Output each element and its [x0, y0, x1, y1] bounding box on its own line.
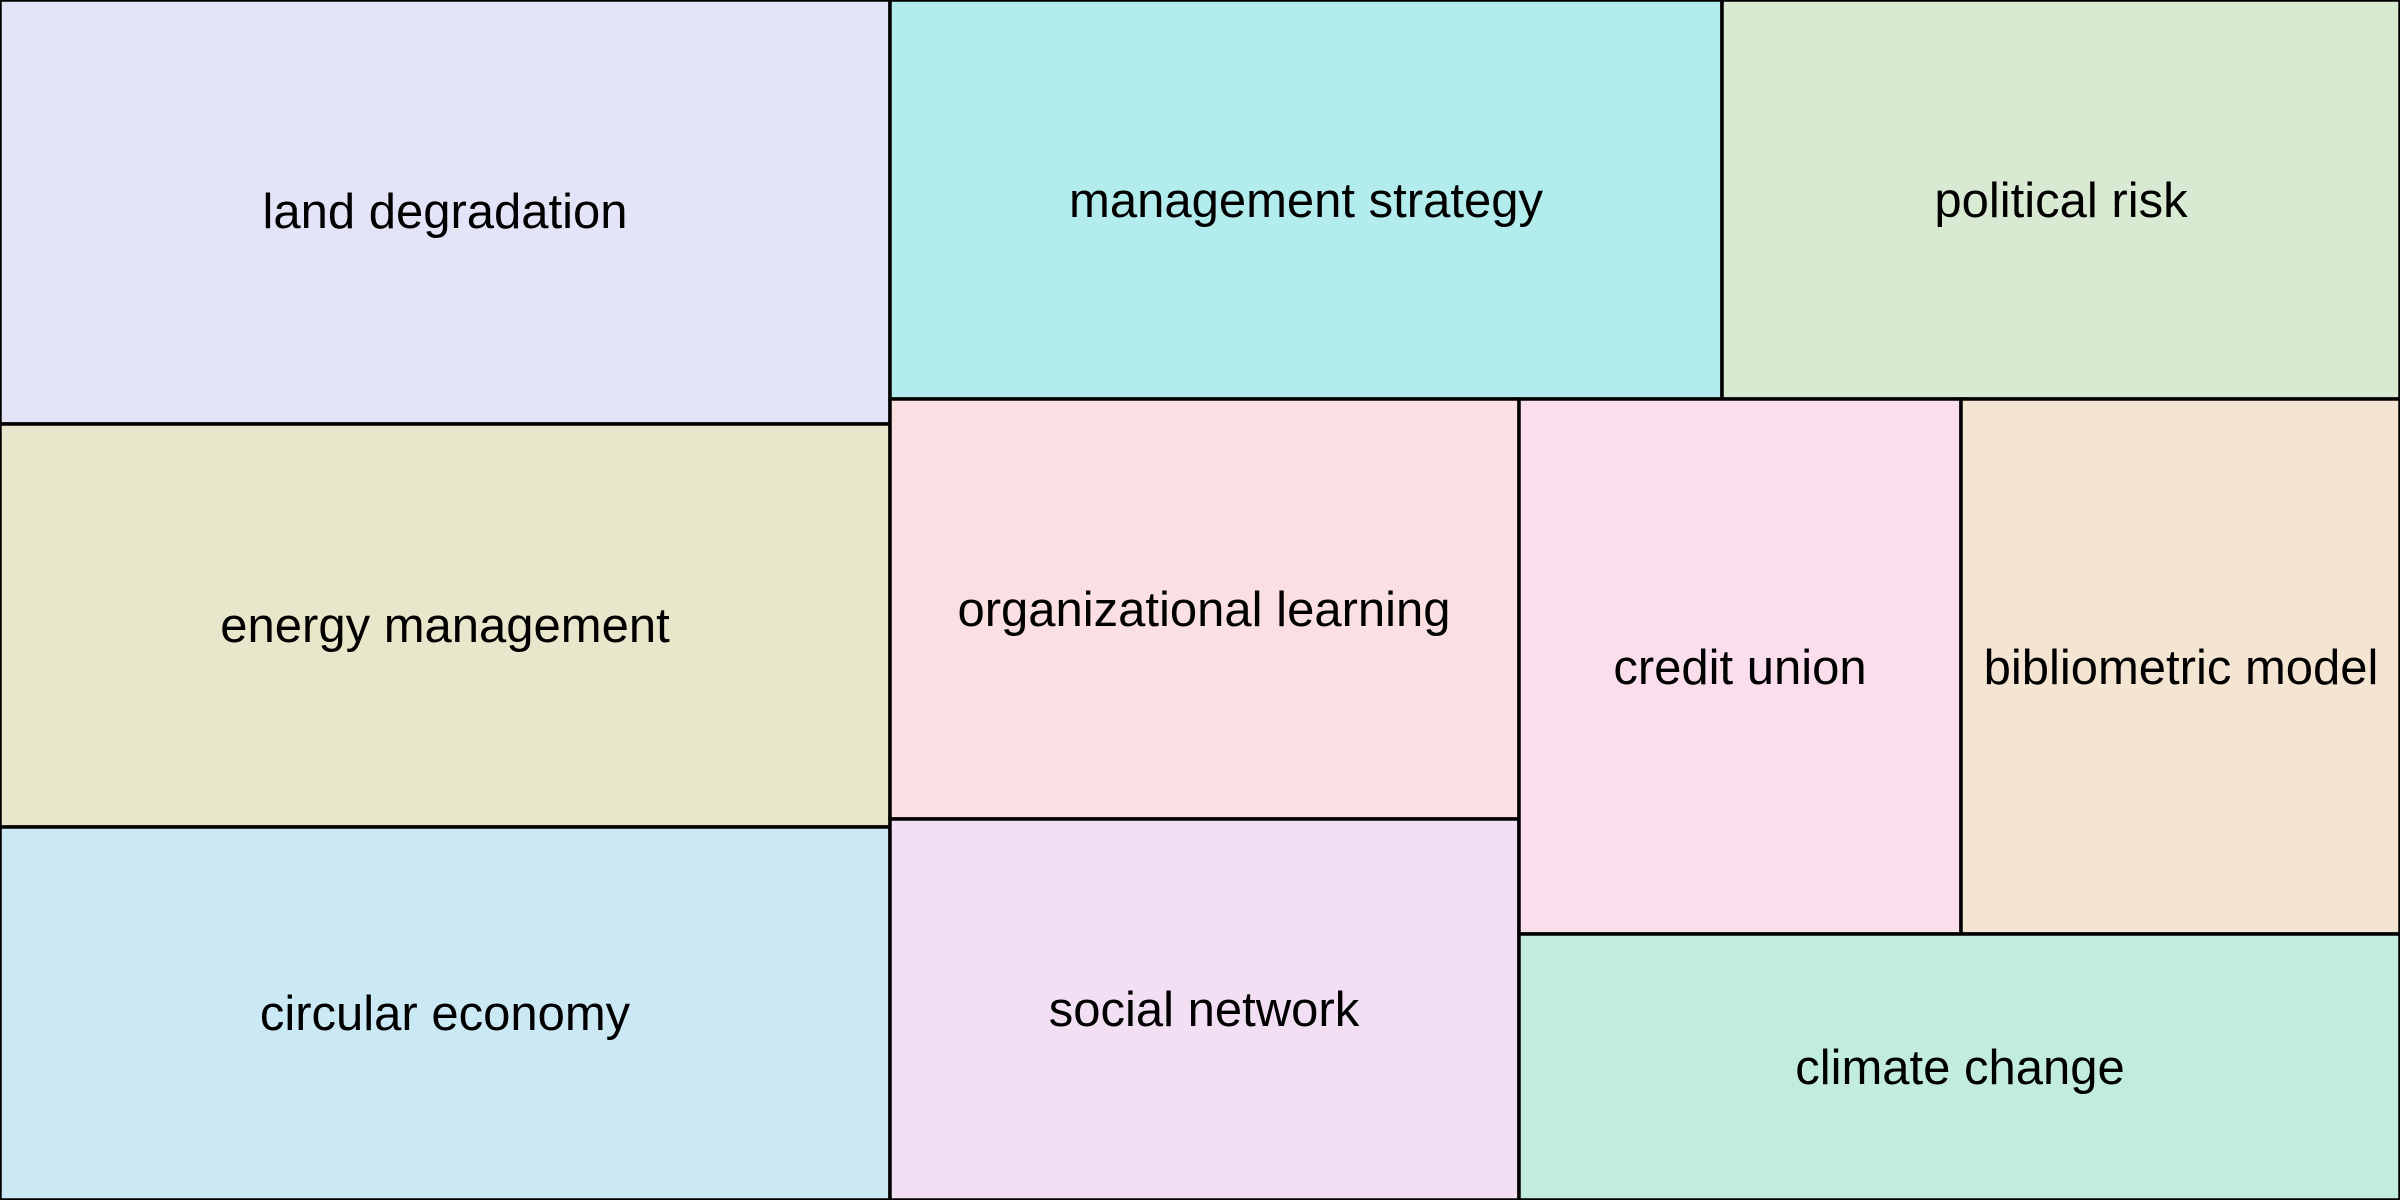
tile-rect — [0, 0, 892, 426]
treemap-tile: land degradation — [0, 0, 892, 426]
treemap-tile: management strategy — [888, 0, 1724, 401]
tile-label: circular economy — [260, 987, 631, 1041]
tile-rect — [0, 825, 892, 1200]
tile-rect — [888, 0, 1724, 401]
tile-rect — [1959, 397, 2400, 936]
tile-rect — [0, 422, 892, 829]
tile-label: credit union — [1613, 641, 1866, 695]
treemap-tile: political risk — [1720, 0, 2400, 401]
treemap-tile: credit union — [1517, 397, 1963, 936]
treemap-tile: social network — [888, 817, 1521, 1200]
tile-label: land degradation — [262, 185, 627, 239]
treemap-tile: energy management — [0, 422, 892, 829]
treemap-tile: organizational learning — [888, 397, 1521, 821]
tile-label: social network — [1049, 983, 1360, 1037]
treemap-tile: climate change — [1517, 932, 2400, 1200]
tile-rect — [1720, 0, 2400, 401]
tile-rect — [888, 817, 1521, 1200]
tile-rect — [1517, 932, 2400, 1200]
treemap-tile: bibliometric model — [1959, 397, 2400, 936]
treemap-tile: circular economy — [0, 825, 892, 1200]
tile-label: energy management — [220, 599, 670, 653]
tile-label: climate change — [1795, 1041, 2125, 1095]
tile-label: bibliometric model — [1984, 641, 2379, 695]
tile-label: political risk — [1934, 174, 2188, 228]
tile-rect — [1517, 397, 1963, 936]
tile-label: organizational learning — [957, 583, 1450, 637]
tile-label: management strategy — [1069, 174, 1543, 228]
tile-rect — [888, 397, 1521, 821]
